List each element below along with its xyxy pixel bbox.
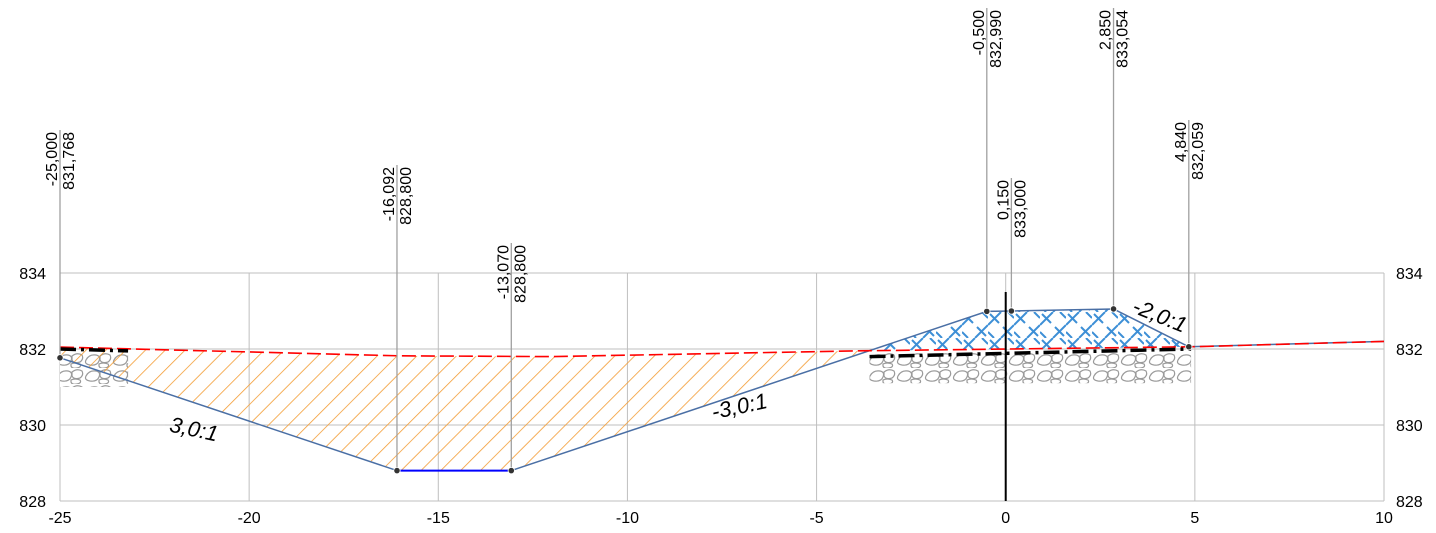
y-tick-label-left: 832: [19, 342, 46, 359]
elevation-label: 828,800: [398, 167, 415, 225]
elevation-label: 832,059: [1190, 122, 1207, 180]
slope-label: 3,0:1: [167, 412, 220, 447]
station-label: -13,070: [495, 245, 512, 299]
design-point: [393, 466, 401, 475]
y-tick-label-left: 834: [19, 266, 46, 283]
cut-area: [60, 347, 870, 471]
x-tick-label: -10: [616, 510, 639, 527]
station-label: -25,000: [44, 132, 61, 186]
design-point: [1185, 343, 1193, 351]
design-slope-left: [59, 357, 398, 472]
station-label: -16,092: [381, 167, 398, 221]
point-markers: [56, 8, 1193, 475]
design-point: [1007, 307, 1015, 315]
stone-layer: [869, 352, 1192, 384]
x-tick-label: 10: [1375, 510, 1393, 527]
elevation-label: 833,054: [1115, 10, 1132, 68]
design-point: [56, 354, 64, 362]
elevation-label: 833,000: [1012, 180, 1029, 238]
section-areas: [60, 308, 1189, 471]
fill-area: [869, 308, 1189, 351]
base-line: [59, 347, 129, 353]
y-tick-label-right: 834: [1396, 266, 1423, 283]
x-tick-label: -15: [427, 510, 450, 527]
x-tick-label: 0: [1001, 510, 1010, 527]
x-tick-label: -5: [809, 510, 823, 527]
station-label: 4,840: [1173, 122, 1190, 162]
base-line: [869, 347, 1192, 359]
x-tick-label: -20: [238, 510, 261, 527]
y-tick-label-left: 828: [19, 494, 46, 511]
station-label: 0,150: [995, 180, 1012, 220]
elevation-label: 832,990: [988, 10, 1005, 68]
y-tick-label-right: 828: [1396, 494, 1423, 511]
terrain-line: [59, 340, 1385, 358]
design-point: [1109, 305, 1118, 313]
station-label: -0,500: [971, 10, 988, 55]
y-tick-label-right: 830: [1396, 418, 1423, 435]
elevation-label: 831,768: [61, 132, 78, 190]
design-point: [507, 466, 515, 475]
x-tick-label: -25: [48, 510, 71, 527]
y-tick-label-right: 832: [1396, 342, 1423, 359]
station-label: 2,850: [1098, 10, 1115, 50]
section-lines: [59, 292, 1385, 501]
y-tick-label-left: 830: [19, 418, 46, 435]
design-point: [983, 307, 991, 315]
x-tick-label: 5: [1190, 510, 1199, 527]
elevation-label: 828,800: [512, 245, 529, 303]
